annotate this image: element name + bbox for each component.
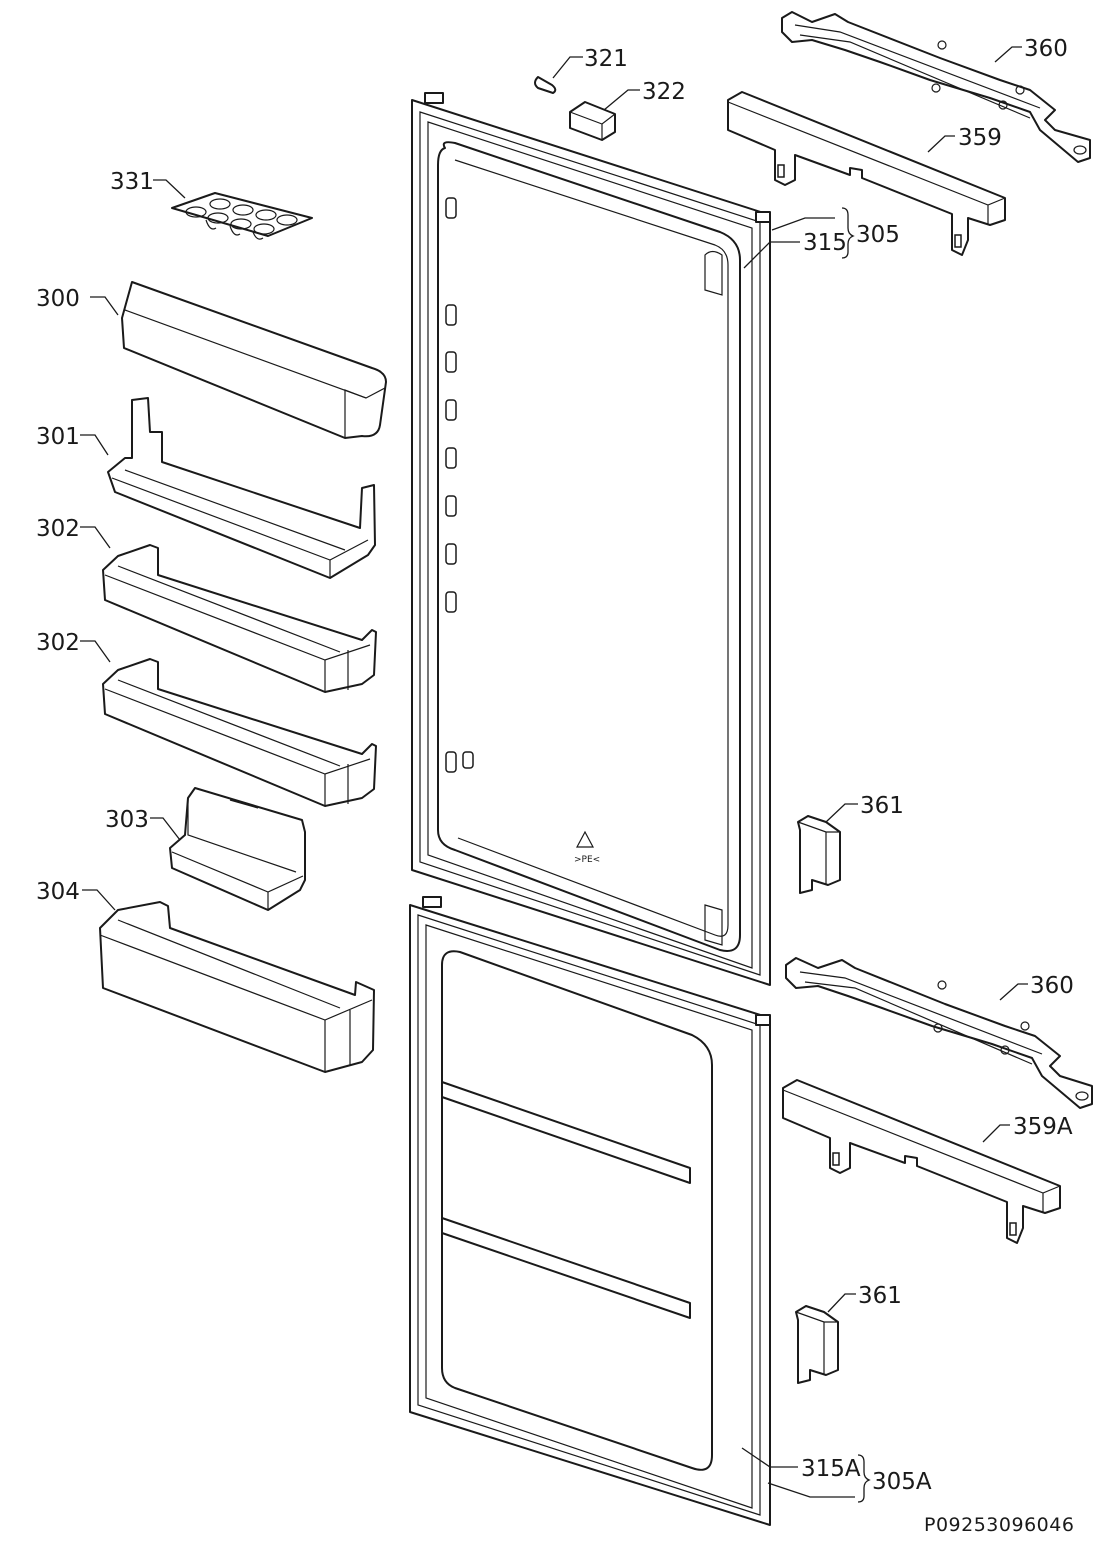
label-322: 322	[642, 79, 686, 105]
hinge-pin-321	[534, 76, 557, 94]
label-360-lower: 360	[1030, 973, 1074, 999]
label-331: 331	[110, 169, 154, 195]
hinge-block-322	[569, 101, 616, 141]
leader-lines	[80, 46, 1028, 1503]
bottle-shelf-304	[99, 901, 375, 1073]
hinge-bracket-360-upper	[781, 11, 1091, 163]
label-361-lower: 361	[858, 1283, 902, 1309]
label-321: 321	[584, 46, 628, 72]
door-shelf-301	[107, 397, 376, 579]
small-bin-303	[169, 787, 306, 911]
handle-cap-361-upper	[797, 815, 841, 894]
label-315: 315	[803, 230, 847, 256]
label-303: 303	[105, 807, 149, 833]
upper-door-305: >PE<	[411, 92, 771, 986]
recycle-mark-text: >PE<	[574, 855, 600, 865]
lower-door-305a	[409, 896, 771, 1526]
egg-tray-331	[171, 192, 313, 240]
cover-359	[727, 91, 1006, 256]
callout-labels: 321 322 360 359 331 305 315 300 301 302 …	[36, 36, 1074, 1495]
door-shelf-302-lower	[102, 658, 377, 807]
label-302-lower: 302	[36, 630, 80, 656]
label-315a: 315A	[801, 1456, 861, 1482]
label-302-upper: 302	[36, 516, 80, 542]
dairy-cover-300	[121, 281, 387, 439]
label-360-upper: 360	[1024, 36, 1068, 62]
cover-359a	[782, 1079, 1061, 1244]
upper-door-shelf-slots	[445, 197, 474, 773]
label-305: 305	[856, 222, 900, 248]
hinge-bracket-360-lower	[785, 957, 1093, 1109]
handle-cap-361-lower	[795, 1305, 839, 1384]
document-id: P09253096046	[924, 1514, 1074, 1536]
label-359a: 359A	[1013, 1114, 1073, 1140]
label-304: 304	[36, 879, 80, 905]
label-301: 301	[36, 424, 80, 450]
label-305a: 305A	[872, 1469, 932, 1495]
recycle-mark: >PE<	[574, 830, 600, 865]
label-361-upper: 361	[860, 793, 904, 819]
door-shelf-302-upper	[102, 544, 377, 693]
label-359: 359	[958, 125, 1002, 151]
label-300: 300	[36, 286, 80, 312]
